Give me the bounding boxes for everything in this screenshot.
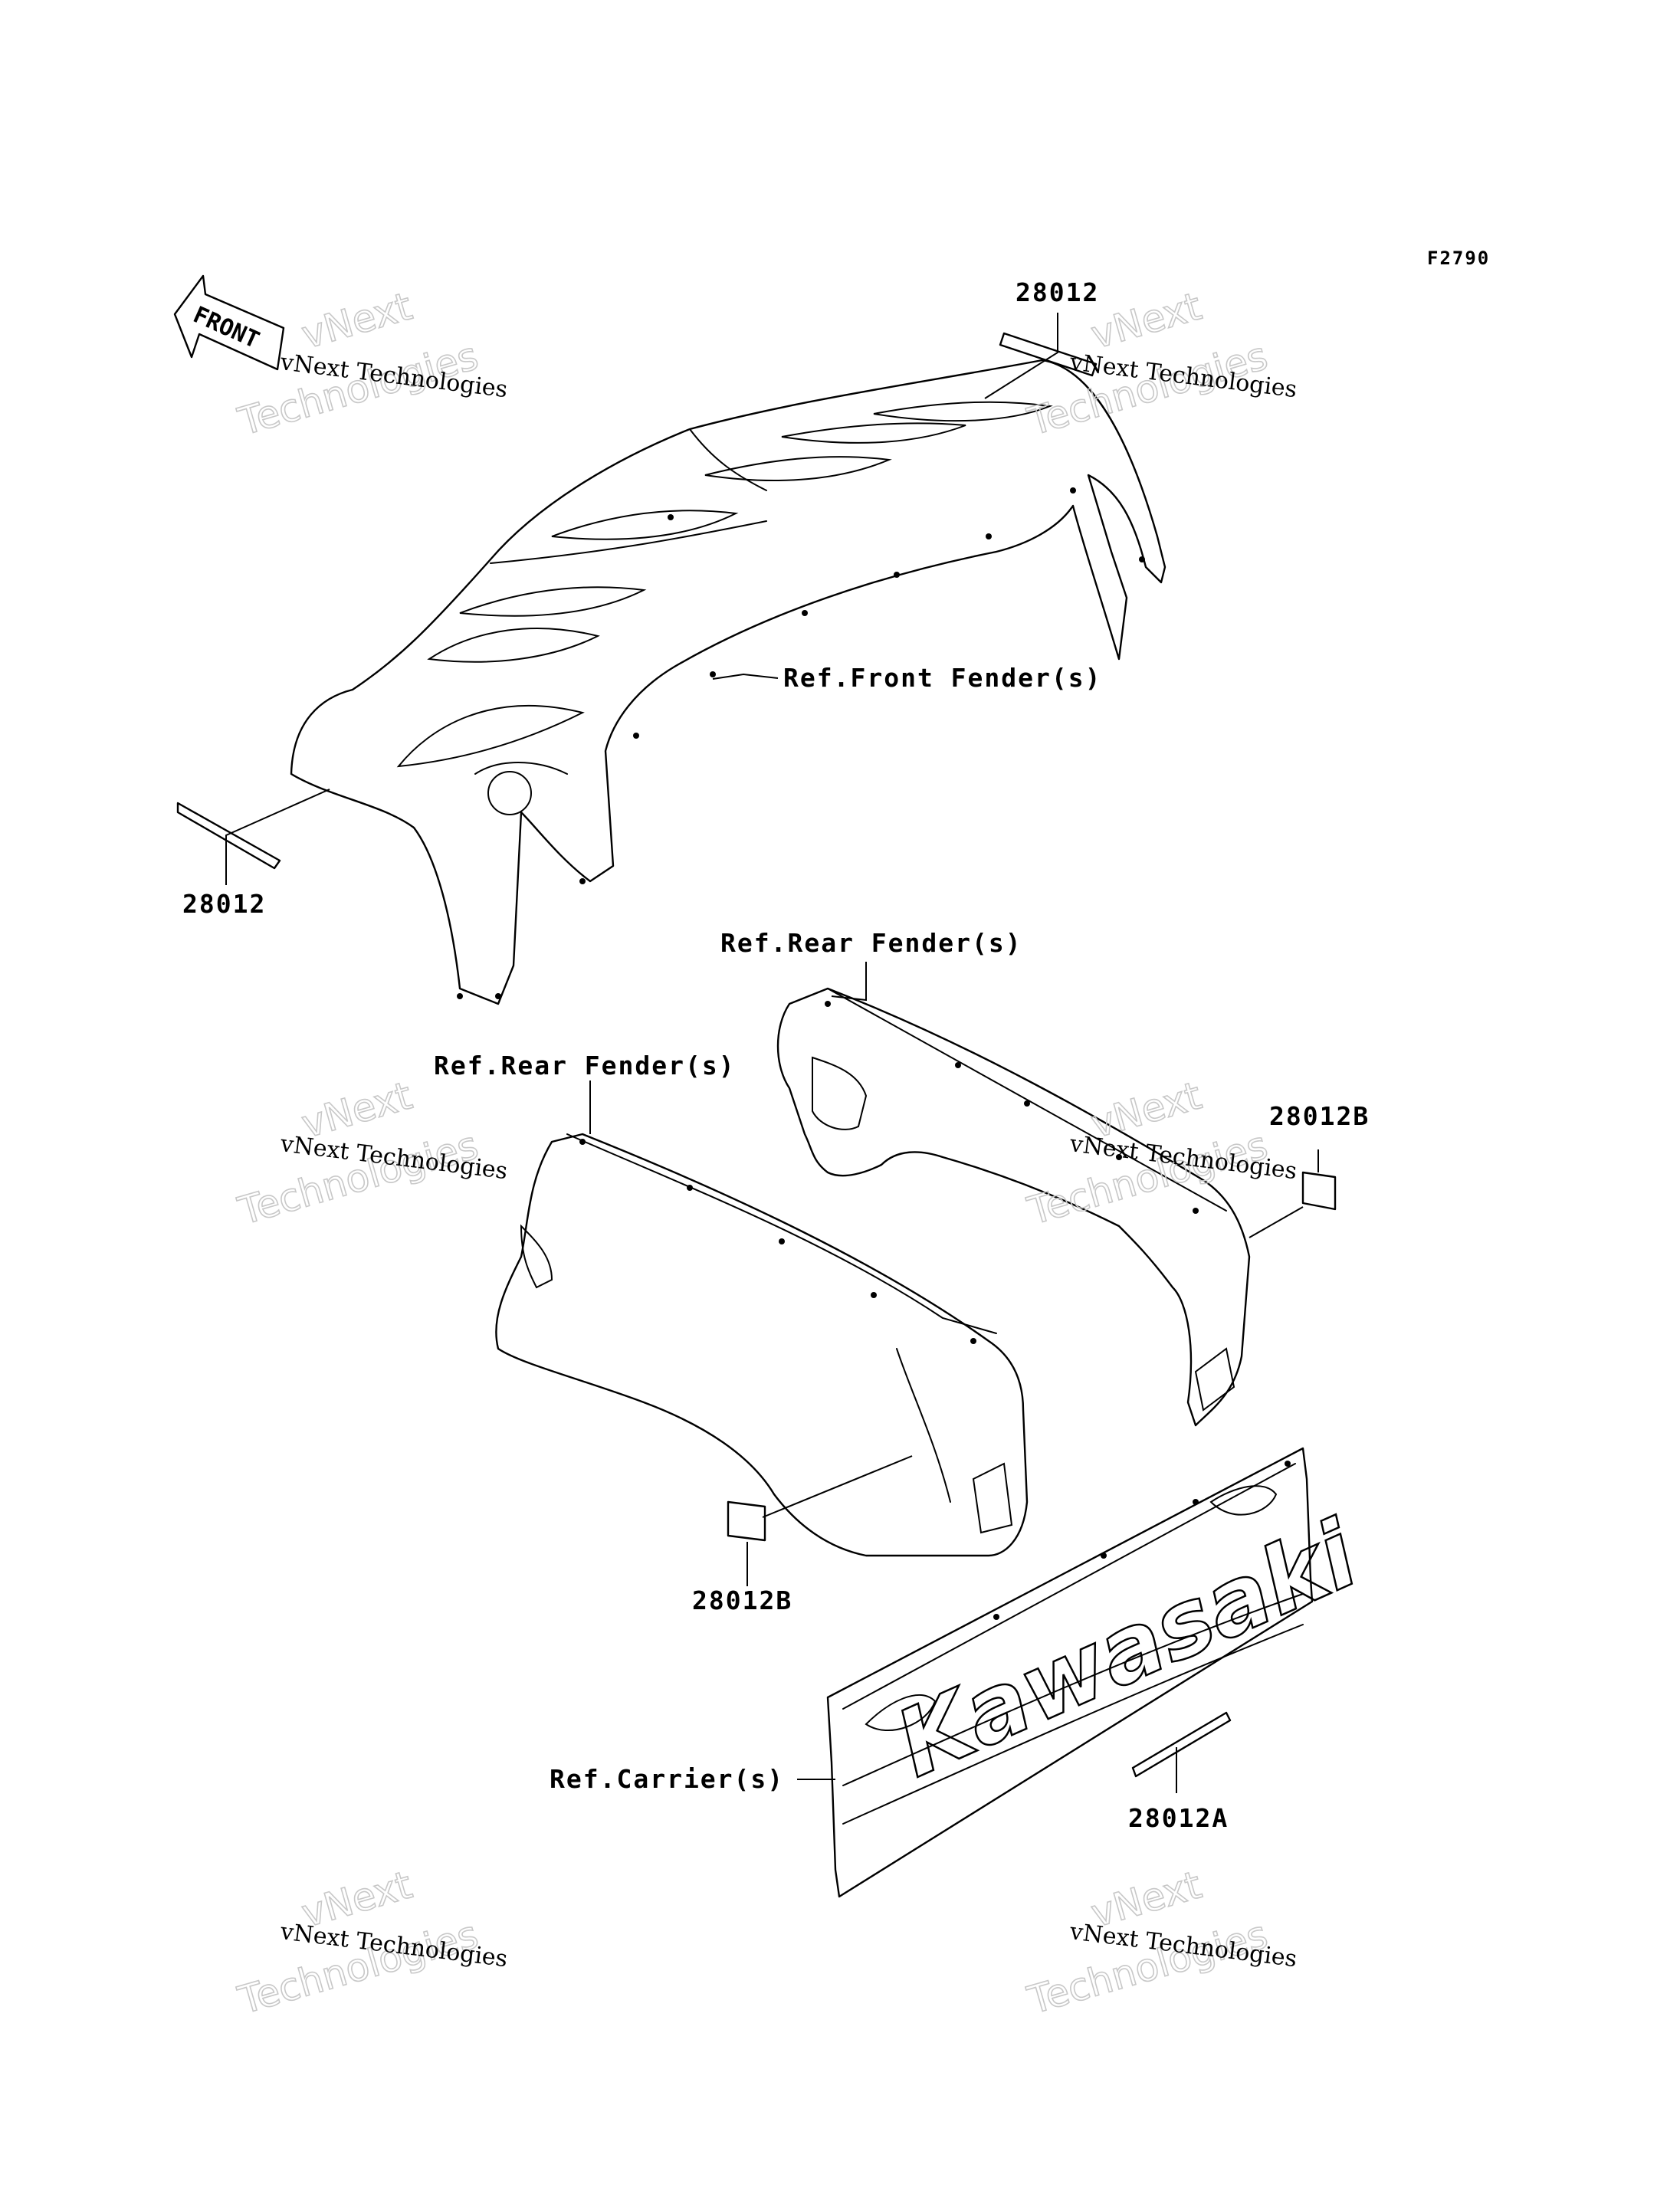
ref-carrier: Ref.Carrier(s) bbox=[550, 1764, 784, 1794]
rear-fender-right-drawing bbox=[776, 987, 1251, 1427]
leader-rear-right-decal bbox=[1249, 1206, 1304, 1238]
leader-front-left bbox=[225, 789, 330, 885]
part-number-rear-right: 28012B bbox=[1269, 1101, 1370, 1131]
leader-front-top bbox=[984, 313, 1058, 399]
leader-rear-left-decal bbox=[762, 1455, 913, 1518]
leader-front-fender bbox=[712, 673, 779, 680]
small-decal-right bbox=[1301, 1171, 1337, 1211]
stripe-decal-left bbox=[176, 802, 281, 870]
watermark-bottom-left: vNext Technologies vNext Technologies bbox=[233, 1862, 510, 2024]
small-decal-left bbox=[727, 1500, 766, 1542]
front-fender-drawing bbox=[290, 359, 1166, 1005]
part-number-front-left: 28012 bbox=[182, 889, 266, 919]
ref-front-fender: Ref.Front Fender(s) bbox=[783, 663, 1102, 693]
leader-rear-right-ref bbox=[831, 962, 867, 1002]
watermark-mid-left: vNext Technologies vNext Technologies bbox=[233, 1073, 510, 1235]
front-arrow-icon: FRONT bbox=[173, 274, 285, 371]
watermark-bottom-right: vNext Technologies vNext Technologies bbox=[1022, 1862, 1299, 2024]
part-number-front-top: 28012 bbox=[1016, 277, 1099, 307]
ref-rear-fender-left: Ref.Rear Fender(s) bbox=[434, 1051, 736, 1080]
figure-code: F2790 bbox=[1427, 248, 1490, 269]
svg-text:vNext: vNext bbox=[1086, 284, 1206, 358]
part-number-rear-left: 28012B bbox=[692, 1585, 792, 1615]
ref-rear-fender-right: Ref.Rear Fender(s) bbox=[720, 928, 1022, 958]
svg-text:vNext: vNext bbox=[297, 284, 416, 358]
rear-fender-left-drawing bbox=[495, 1133, 1029, 1557]
part-number-carrier: 28012A bbox=[1128, 1803, 1229, 1833]
stripe-decal-top bbox=[999, 332, 1098, 377]
stripe-decal-carrier bbox=[1131, 1711, 1232, 1778]
